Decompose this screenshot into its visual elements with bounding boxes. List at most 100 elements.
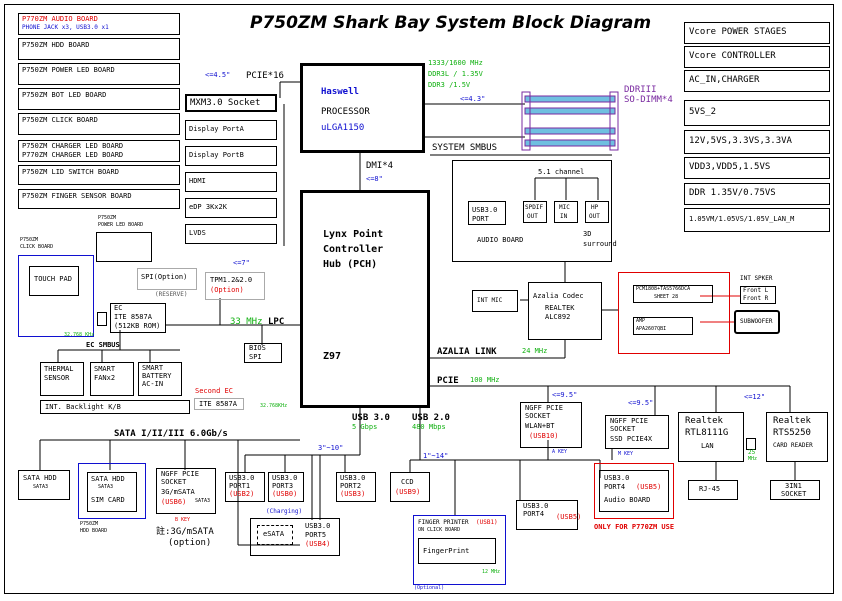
click-board-box: P750ZM CLICK BOARD bbox=[18, 113, 180, 135]
pcm-sheet: SHEET 28 bbox=[654, 294, 679, 300]
smart-battery: SMART BATTERY AC-IN bbox=[138, 362, 182, 396]
msata-type: 3G/mSATA bbox=[161, 488, 195, 496]
fingerprint-box: FingerPrint bbox=[418, 538, 496, 564]
usb-port2-l3: (USB3) bbox=[340, 490, 366, 498]
charger-led-board-label: P750ZM CHARGER LED BOARD bbox=[22, 142, 124, 150]
usb-port1-l1: USB3.0 bbox=[229, 474, 255, 482]
edp-label: eDP 3Kx2K bbox=[189, 203, 227, 211]
hdd-board-area: SATA HDD SATA3 SIM CARD bbox=[78, 463, 146, 519]
power-item-6-label: VDD3,VDD5,1.5VS bbox=[689, 162, 771, 172]
rj45-box: RJ-45 bbox=[688, 480, 738, 500]
bios-l2: SPI bbox=[249, 353, 262, 361]
wlan-ngff: NGFF PCIE bbox=[525, 404, 563, 412]
ssd-ngff: NGFF PCIE bbox=[610, 417, 648, 425]
lan-crystal bbox=[746, 438, 756, 450]
power-led-board-box: P750ZM POWER LED BOARD bbox=[18, 63, 180, 85]
esata-box: eSATA bbox=[257, 525, 293, 545]
mxm-label: MXM3.0 Socket bbox=[190, 98, 261, 108]
tpm-option: (Option) bbox=[210, 286, 244, 294]
pcm-chip-label: PCM1808+TAS5766DCA bbox=[636, 286, 691, 292]
power-item-4-label: 5VS_2 bbox=[689, 107, 717, 117]
click-board-area: TOUCH PAD bbox=[18, 255, 94, 337]
codec-box: Azalia Codec REALTEK ALC892 bbox=[528, 282, 602, 340]
pch-l2: Controller bbox=[323, 244, 384, 255]
usb-port3-l3: (USB0) bbox=[272, 490, 298, 498]
finger-sensor-board-box: P750ZM FINGER SENSOR BOARD bbox=[18, 189, 180, 209]
power-led-box bbox=[96, 232, 152, 262]
second-ec-chip: ITE 8587A bbox=[199, 400, 237, 408]
audio-board-label: P770ZM AUDIO BOARD bbox=[22, 15, 98, 23]
click-board-label: P750ZM CLICK BOARD bbox=[22, 116, 98, 124]
page-title: P750ZM Shark Bay System Block Diagram bbox=[250, 13, 652, 33]
backlight-box: INT. Backlight K/B bbox=[40, 400, 190, 414]
second-ec-box: ITE 8587A bbox=[194, 398, 244, 410]
usb20-label: USB 2.0 bbox=[412, 413, 450, 423]
finger-usb: (USB1) bbox=[476, 519, 498, 526]
usb-port4-l2: PORT4 bbox=[523, 510, 545, 518]
display-portb: Display PortB bbox=[185, 146, 277, 166]
subwoofer-box: SUBWOOFER bbox=[734, 310, 780, 334]
lpc-label: LPC bbox=[268, 317, 285, 327]
esata-label: eSATA bbox=[263, 530, 285, 538]
finger-sensor-board-label: P750ZM FINGER SENSOR BOARD bbox=[22, 192, 132, 200]
hdd-board-label: P750ZM HDD BOARD bbox=[22, 41, 90, 49]
backlight-label: INT. Backlight K/B bbox=[45, 403, 121, 411]
pch-box: Lynx Point Controller Hub (PCH) Z97 bbox=[300, 190, 430, 408]
ec-box: EC ITE 8587A (512KB ROM) bbox=[110, 303, 166, 333]
finger-l1: FINGER PRINTER bbox=[418, 519, 469, 526]
msata-option: (option) bbox=[168, 538, 212, 548]
fingerprint-label: FingerPrint bbox=[423, 547, 470, 555]
speaker-box: Front L Front R bbox=[740, 286, 776, 304]
lan-chip: Realtek RTL8111G LAN bbox=[678, 412, 744, 462]
audio-board-name: AUDIO BOARD bbox=[477, 236, 524, 244]
amp-section: PCM1808+TAS5766DCA SHEET 28 AMP APA2607Q… bbox=[618, 272, 730, 354]
lan-mhz: MHz bbox=[748, 456, 758, 462]
hdd-board-box: P750ZM HDD BOARD bbox=[18, 38, 180, 60]
touchpad-label: TOUCH PAD bbox=[34, 275, 72, 283]
cpu-name: Haswell bbox=[321, 87, 359, 97]
audio-port-label: PORT bbox=[472, 215, 489, 223]
card-chip: RTS5250 bbox=[773, 428, 811, 438]
tpm-box: TPM1.2&2.0 (Option) bbox=[205, 272, 265, 300]
msata-usb: (USB6) bbox=[161, 498, 187, 506]
fan-l2: FANx2 bbox=[94, 374, 116, 382]
power-item-1: Vcore POWER STAGES bbox=[684, 22, 830, 44]
dimm-name: DDRIII bbox=[624, 85, 657, 95]
audio-usb-area: USB3.0 PORT4 (USB5) Audio BOARD bbox=[594, 463, 674, 519]
mxm-socket: MXM3.0 Socket bbox=[185, 94, 277, 112]
charger-led-board-770-label: P770ZM CHARGER LED BOARD bbox=[22, 151, 124, 159]
tpm-name: TPM1.2&2.0 bbox=[210, 276, 253, 284]
touchpad-board2: CLICK BOARD bbox=[20, 244, 54, 250]
msata-bkey: B KEY bbox=[175, 517, 191, 523]
audio-usb-board: Audio BOARD bbox=[604, 496, 651, 504]
power-item-7-label: DDR 1.35V/0.75VS bbox=[689, 188, 776, 198]
charger-led-board-box: P750ZM CHARGER LED BOARD P770ZM CHARGER … bbox=[18, 140, 180, 162]
azalia-link: AZALIA LINK bbox=[437, 347, 497, 357]
power-led-board-label: P750ZM POWER LED BOARD bbox=[22, 66, 115, 74]
finger-opt: (Optional) bbox=[414, 585, 445, 591]
bios-spi: BIOS SPI bbox=[244, 343, 282, 363]
ec-xtal: 32.768 KHz bbox=[64, 332, 95, 338]
bios-l1: BIOS bbox=[249, 344, 266, 352]
bot-led-board-box: P750ZM BOT LED BOARD bbox=[18, 88, 180, 110]
codec-name: Azalia Codec bbox=[533, 292, 584, 300]
sata-hdd-1: SATA HDD SATA3 bbox=[18, 470, 70, 500]
ssd-name: SSD PCIE4X bbox=[610, 435, 653, 443]
usb-port3: USB3.0 PORT3 (USB0) bbox=[268, 472, 304, 502]
mem-length: <=4.3" bbox=[460, 95, 486, 103]
lan-xtal: 25 bbox=[748, 449, 756, 456]
esata-area: eSATA USB3.0 PORT5 (USB4) bbox=[250, 518, 340, 556]
cpu-sub: PROCESSOR bbox=[321, 107, 370, 117]
msata-note: 註:3G/mSATA bbox=[156, 527, 214, 537]
mic-label: MIC bbox=[559, 204, 570, 211]
card-socket-l2: SOCKET bbox=[781, 490, 807, 498]
dimm-label: SO-DIMM*4 bbox=[624, 95, 673, 105]
wlan-socket-label: SOCKET bbox=[525, 412, 551, 420]
card-reader: Realtek RTS5250 CARD READER bbox=[766, 412, 828, 462]
display-porta-label: Display PortA bbox=[189, 125, 244, 133]
int-mic: INT MIC bbox=[472, 290, 518, 312]
wlan-usb: (USB10) bbox=[529, 432, 559, 440]
mic-in-label: IN bbox=[560, 213, 568, 220]
spdif-label: SPDIF bbox=[525, 204, 544, 211]
